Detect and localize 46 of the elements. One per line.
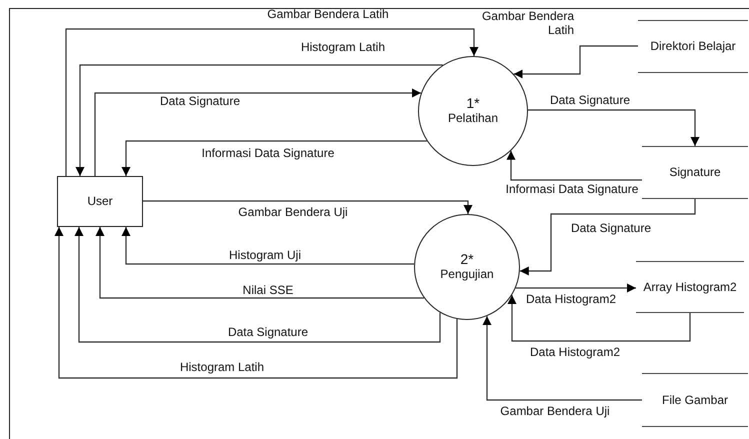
arrow	[94, 88, 422, 176]
edge-label: Data Signature	[160, 94, 240, 108]
arrow	[506, 150, 642, 181]
arrow	[122, 140, 427, 176]
arrow	[122, 227, 414, 265]
data-store	[642, 146, 748, 199]
edge-label: Gambar Bendera Latih	[267, 7, 389, 21]
data-store	[642, 373, 748, 427]
edge-label: Data Histogram2	[530, 345, 620, 359]
data-store	[638, 20, 748, 73]
edge-label: Informasi Data Signature	[506, 182, 638, 196]
process-number: 1*	[466, 96, 480, 111]
arrow	[65, 28, 478, 176]
edge-label: Histogram Latih	[180, 360, 264, 374]
edge-label: Gambar Bendera Uji	[238, 205, 348, 219]
node-label: Direktori Belajar	[650, 39, 736, 54]
arrow	[54, 227, 458, 379]
edge-label: Informasi Data Signature	[202, 146, 334, 160]
external-entity-box	[57, 176, 143, 227]
arrow	[96, 227, 424, 299]
arrow	[143, 200, 472, 214]
node-label: Signature	[669, 165, 721, 180]
arrow	[508, 295, 691, 342]
edge-label: Data Signature	[550, 93, 630, 107]
node-label: File Gambar	[662, 392, 728, 408]
edge-label: Gambar Bendera Latih	[480, 9, 574, 37]
node-label: Pelatihan	[448, 111, 498, 126]
arrow	[514, 45, 638, 78]
arrow	[482, 316, 642, 401]
data-store	[636, 261, 744, 313]
arrow	[516, 284, 636, 292]
arrow	[74, 227, 441, 343]
node-label: User	[87, 194, 113, 209]
edge-label: Data Signature	[570, 221, 652, 235]
node-label: Pengujian	[440, 267, 494, 282]
node-label: Array Histogram2	[643, 280, 737, 294]
edge-label: Gambar Bendera Uji	[500, 404, 610, 418]
edge-label: Histogram Uji	[229, 248, 301, 262]
process-number: 2*	[460, 252, 474, 267]
edge-label: Data Signature	[228, 325, 308, 339]
edge-label: Nilai SSE	[242, 283, 294, 297]
arrow	[76, 64, 443, 176]
arrow	[520, 199, 696, 276]
edge-label: Data Histogram2	[526, 292, 616, 306]
edge-label: Histogram Latih	[300, 40, 386, 54]
arrow	[528, 109, 700, 146]
